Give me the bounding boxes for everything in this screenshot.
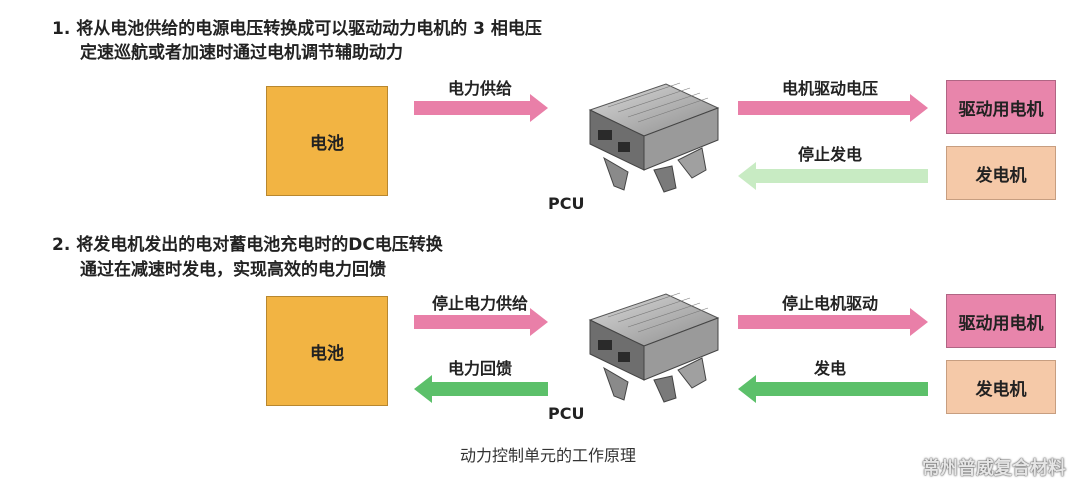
section1-stop-generation-label: 停止发电: [797, 145, 862, 164]
section2-generation-label: 发电: [813, 359, 846, 378]
section1-heading-line1: 1. 将从电池供给的电源电压转换成可以驱动动力电机的 3 相电压: [52, 19, 542, 39]
battery-label: 电池: [310, 133, 344, 154]
motor-label: 驱动用电机: [958, 99, 1044, 120]
section2-stop-motor-drive-label: 停止电机驱动: [781, 294, 878, 313]
section1-stop-generation-arrow: [738, 162, 928, 190]
section2-heading-line2: 通过在减速时发电，实现高效的电力回馈: [80, 260, 386, 280]
section2-motor-box: 驱动用电机: [946, 294, 1056, 348]
section2-battery-box: 电池: [266, 296, 388, 406]
section1-supply-arrow: [414, 94, 548, 122]
section1-pcu-image: [588, 82, 720, 193]
section2-generation-arrow: [738, 375, 928, 403]
section2-pcu-label: PCU: [548, 404, 585, 423]
section1-drive-voltage-arrow: [738, 94, 928, 122]
battery-label: 电池: [310, 343, 344, 364]
section1-supply-arrow-label: 电力供给: [447, 79, 512, 98]
section2-stop-motor-drive-arrow: [738, 308, 928, 336]
section2-regeneration-arrow: [414, 375, 548, 403]
motor-label: 驱动用电机: [958, 313, 1044, 334]
section1-pcu-label: PCU: [548, 194, 585, 213]
watermark-text: 常州普威复合材料: [922, 458, 1066, 479]
generator-label: 发电机: [975, 379, 1027, 400]
section2-stop-supply-arrow: [414, 308, 548, 336]
section1-motor-box: 驱动用电机: [946, 80, 1056, 134]
section1-generator-box: 发电机: [946, 146, 1056, 200]
section2-pcu-image: [588, 292, 720, 403]
diagram-caption: 动力控制单元的工作原理: [460, 446, 637, 465]
section2-stop-supply-label: 停止电力供给: [431, 294, 528, 313]
section1-battery-box: 电池: [266, 86, 388, 196]
section1-drive-voltage-label: 电机驱动电压: [781, 79, 878, 98]
section2-regeneration-label: 电力回馈: [447, 359, 512, 378]
section2-heading-line1: 2. 将发电机发出的电对蓄电池充电时的DC电压转换: [52, 235, 443, 255]
section1-heading-line2: 定速巡航或者加速时通过电机调节辅助动力: [80, 43, 403, 63]
section2-generator-box: 发电机: [946, 360, 1056, 414]
generator-label: 发电机: [975, 165, 1027, 186]
